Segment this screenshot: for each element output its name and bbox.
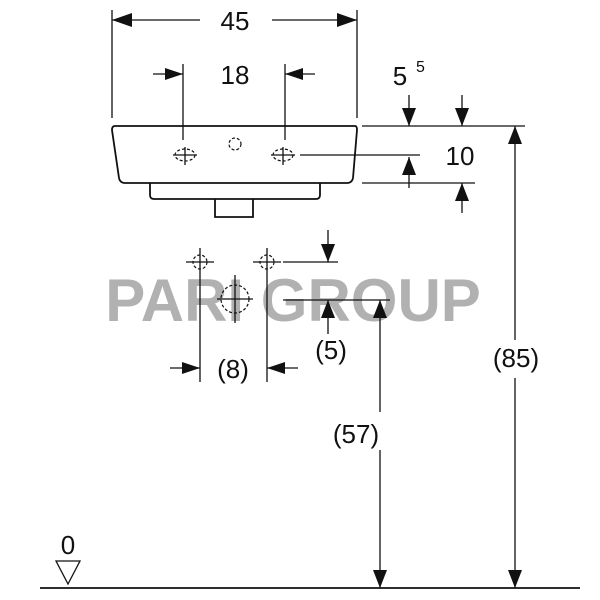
waste-offset-label: (5) <box>315 335 347 365</box>
basin-height-label: 10 <box>446 141 475 171</box>
overflow-icon <box>228 137 242 151</box>
waste-outlet-icon <box>217 275 253 323</box>
tap-spacing-dimension: 18 <box>153 60 315 140</box>
total-height-dimension: (85) <box>493 126 539 588</box>
waste-spacing-label: (8) <box>217 354 249 384</box>
tap-hole-right-icon <box>271 147 295 165</box>
total-height-label: (85) <box>493 343 539 373</box>
width-label: 45 <box>221 6 250 36</box>
floor-level-label: 0 <box>61 530 75 560</box>
tap-hole-left-icon <box>173 147 197 165</box>
floor-line: 0 <box>40 530 580 589</box>
overflow-offset-label: 5 <box>393 61 407 91</box>
waste-height-dimension: (57) <box>333 300 387 588</box>
overflow-offset-superscript: 5 <box>416 59 425 76</box>
width-dimension: 45 <box>111 6 358 118</box>
waste-height-label: (57) <box>333 419 379 449</box>
basin-outline <box>111 125 358 218</box>
tap-spacing-label: 18 <box>221 60 250 90</box>
floor-level-triangle-icon <box>54 560 82 586</box>
connection-points: (5) (8) <box>170 230 390 384</box>
right-upper-dimensions: 5 5 10 <box>300 59 525 213</box>
